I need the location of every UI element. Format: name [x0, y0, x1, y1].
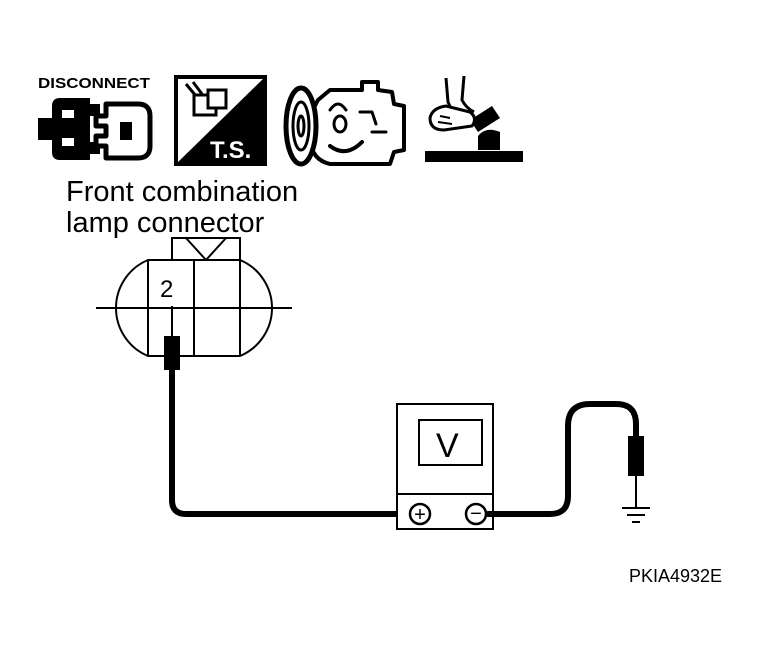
disconnect-icon: DISCONNECT [38, 75, 153, 161]
voltmeter-negative-symbol: − [470, 503, 482, 525]
voltmeter-display-label: V [436, 427, 459, 465]
test-sheet-icon: T.S. [174, 75, 267, 166]
figure-code: PKIA4932E [629, 566, 722, 586]
test-sheet-icon-label: T.S. [210, 137, 251, 164]
disconnect-icon-label: DISCONNECT [38, 75, 150, 92]
connector-title-line1: Front combination [66, 176, 298, 208]
voltmeter-display [418, 419, 483, 466]
pedal-icon [425, 75, 523, 162]
voltmeter-positive-symbol: + [414, 504, 426, 526]
disconnect-plug-left [38, 98, 100, 160]
negative-test-probe [485, 401, 644, 517]
engine-icon [283, 80, 406, 167]
ground-symbol [622, 507, 650, 523]
connector-title-line2: lamp connector [66, 207, 265, 239]
positive-test-probe [164, 306, 405, 517]
terminal-number-label: 2 [160, 276, 173, 303]
front-combination-lamp-connector [96, 237, 292, 357]
voltmeter-positive-terminal [408, 502, 432, 526]
voltmeter: V + − [396, 403, 494, 530]
